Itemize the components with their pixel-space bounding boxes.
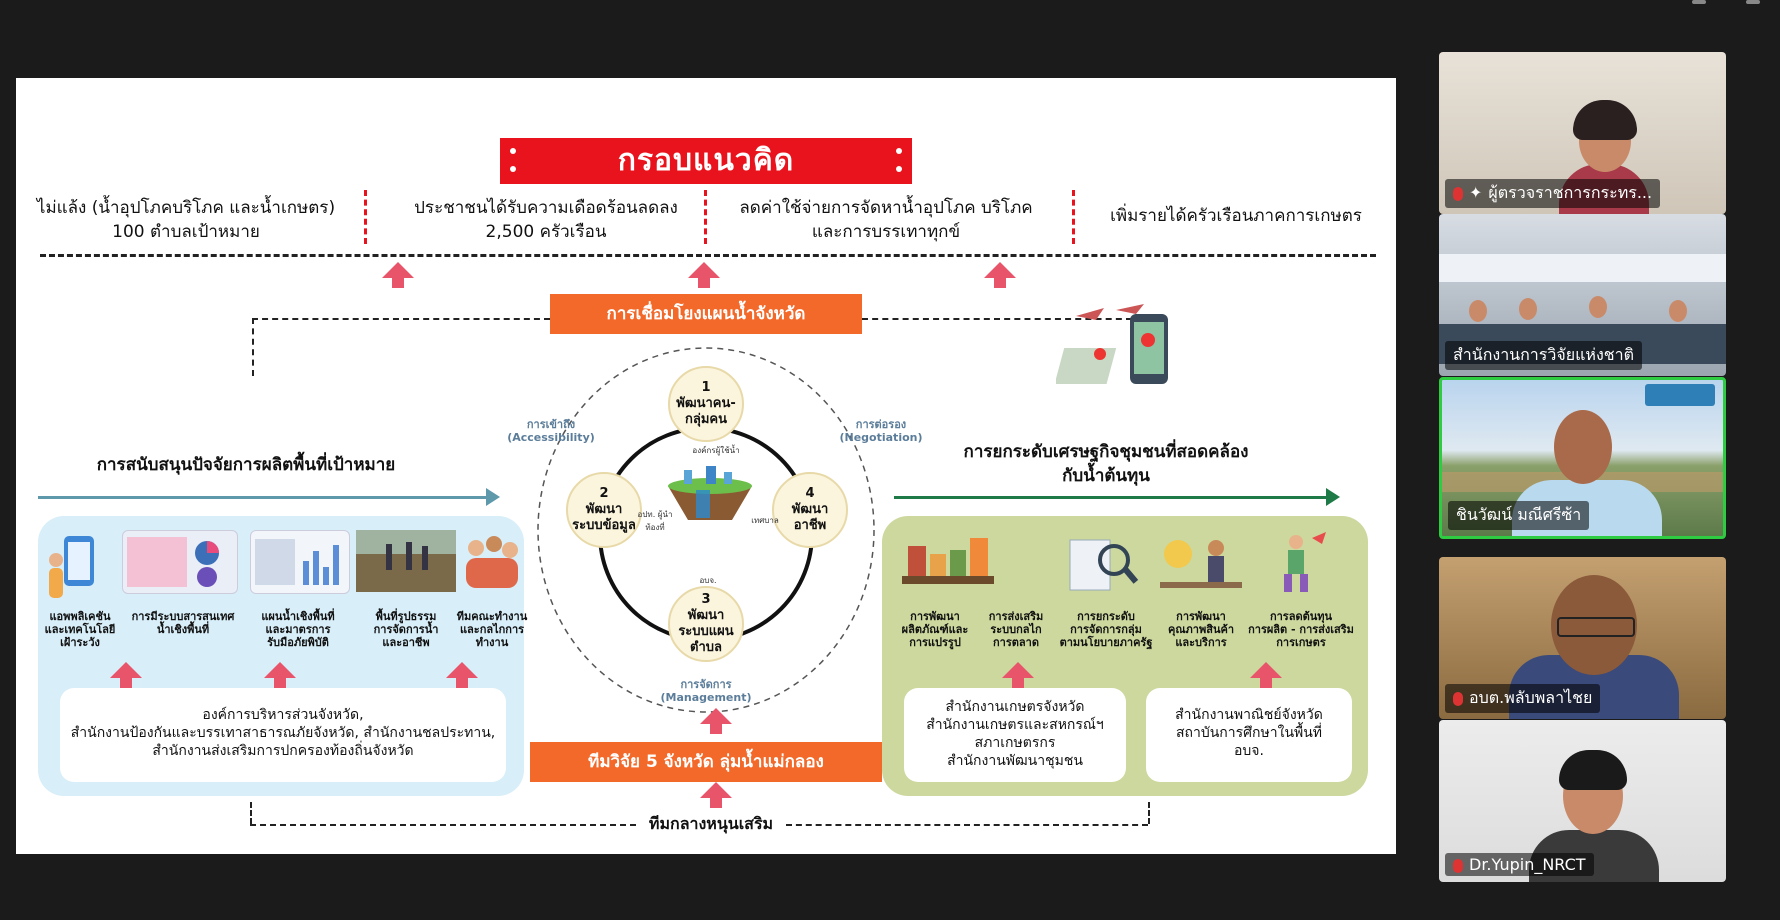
participant-tile-active[interactable]: ชินวัฒน์ มณีศรีซ้า — [1439, 377, 1726, 539]
mic-muted-icon — [1453, 691, 1463, 706]
right-item-2: การส่งเสริมระบบกลไกการตลาด — [988, 610, 1044, 649]
quality-image — [1156, 530, 1246, 596]
mic-muted-icon — [1453, 858, 1463, 873]
participant-tile[interactable]: ✦ผู้ตรวจราชการกระทร... — [1439, 52, 1726, 214]
group-mgmt-image — [1062, 530, 1146, 596]
left-item-3: แผนน้ำเชิงพื้นที่และมาตรการรับมือภัยพิบั… — [261, 610, 335, 649]
support-team-label: ทีมกลางหนุนเสริม — [648, 814, 774, 833]
obj-label: อบจ. — [699, 576, 717, 585]
arrow-right-icon — [486, 488, 500, 506]
participant-tile[interactable]: Dr.Yupin_NRCT — [1439, 720, 1726, 882]
left-item-4: พื้นที่รูปธรรมการจัดการน้ำและอาชีพ — [373, 610, 439, 649]
water-plan-image — [250, 530, 350, 594]
arrow-up-icon — [446, 662, 478, 688]
right-section-title: การยกระดับเศรษฐกิจชุมชนที่สอดคล้องกับน้ำ… — [963, 442, 1249, 486]
right-item-5: การลดต้นทุนการผลิต - การส่งเสริมการเกษตร — [1248, 610, 1354, 649]
goal-1: ไม่แล้ง (น้ำอุปโภคบริโภค และน้ำเกษตร)100… — [36, 198, 336, 242]
shared-slide: กรอบแนวคิด ไม่แล้ง (น้ำอุปโภคบริโภค และน… — [16, 78, 1396, 854]
arrow-up-icon — [264, 662, 296, 688]
participant-tile[interactable]: อบต.พลับพลาไชย — [1439, 557, 1726, 719]
mic-muted-icon — [1453, 186, 1463, 201]
participant-name: ✦ผู้ตรวจราชการกระทร... — [1445, 179, 1661, 208]
water-island-icon — [668, 466, 752, 520]
left-item-1: แอพพลิเคชันและเทคโนโลยีเฝ้าระวัง — [44, 610, 116, 649]
arrow-up-icon — [700, 782, 732, 808]
right-flow-line — [894, 496, 1330, 499]
pin-icon: ✦ — [1469, 183, 1483, 202]
arrow-up-icon — [382, 262, 414, 288]
arrow-up-icon — [700, 708, 732, 734]
participant-tile[interactable]: สำนักงานการวิจัยแห่งชาติ — [1439, 214, 1726, 376]
participant-name: สำนักงานการวิจัยแห่งชาติ — [1445, 341, 1643, 370]
participant-name: ชินวัฒน์ มณีศรีซ้า — [1448, 501, 1590, 530]
local-label: อปท. ผู้นำท้องที่ — [637, 510, 673, 532]
app-tech-image — [46, 530, 106, 610]
participant-name: อบต.พลับพลาไชย — [1445, 684, 1601, 713]
right-item-4: การพัฒนาคุณภาพสินค้าและบริการ — [1167, 610, 1234, 649]
map-location-icon — [1056, 304, 1168, 384]
connector — [786, 824, 1148, 826]
goals-baseline — [40, 254, 1376, 257]
team-image — [462, 530, 522, 592]
close-icon[interactable] — [1746, 0, 1760, 4]
left-item-5: ทีมคณะทำงานและกลไกการทำงาน — [456, 610, 528, 649]
goal-separator — [364, 190, 367, 244]
connector — [250, 824, 636, 826]
left-flow-line — [38, 496, 494, 499]
field-site-image — [356, 530, 456, 592]
arrow-up-icon — [984, 262, 1016, 288]
arrow-up-icon — [1250, 662, 1282, 688]
goal-3: ลดค่าใช้จ่ายการจัดหาน้ำอุปโภค บริโภคและก… — [739, 198, 1033, 242]
connector — [1148, 802, 1150, 824]
goal-separator — [704, 190, 707, 244]
right-agencies-box-2: สำนักงานพาณิชย์จังหวัดสถาบันการศึกษาในพื… — [1146, 688, 1352, 782]
left-section-title: การสนับสนุนปัจจัยการผลิตพื้นที่เป้าหมาย — [96, 455, 396, 475]
negotiation-label: การต่อรอง(Negotiation) — [839, 418, 923, 444]
connector — [252, 318, 254, 376]
access-label: การเข้าถึง(Accessibility) — [507, 418, 595, 444]
products-image — [898, 530, 998, 596]
arrow-up-icon — [110, 662, 142, 688]
window-controls — [1692, 0, 1760, 8]
research-team-bar: ทีมวิจัย 5 จังหวัด ลุ่มน้ำแม่กลอง — [530, 742, 882, 782]
left-item-2: การมีระบบสารสนเทศน้ำเชิงพื้นที่ — [131, 610, 235, 636]
municipal-label: เทศบาล — [751, 516, 779, 525]
minimize-icon[interactable] — [1692, 0, 1706, 4]
connector — [250, 802, 252, 824]
info-system-image — [122, 530, 238, 594]
participant-name: Dr.Yupin_NRCT — [1445, 853, 1594, 876]
goal-separator — [1072, 190, 1075, 244]
org-user-label: องค์กรผู้ใช้น้ำ — [692, 446, 740, 455]
management-label: การจัดการ(Management) — [660, 678, 752, 704]
connector — [862, 318, 1132, 320]
arrow-right-icon — [1326, 488, 1340, 506]
arrow-up-icon — [1002, 662, 1034, 688]
right-item-1: การพัฒนาผลิตภัณฑ์และการแปรรูป — [901, 610, 969, 649]
slide-title: กรอบแนวคิด — [500, 138, 912, 184]
arrow-up-icon — [688, 262, 720, 288]
connector — [252, 318, 550, 320]
goal-4: เพิ่มรายได้ครัวเรือนภาคการเกษตร — [1110, 206, 1362, 226]
cost-reduction-image — [1256, 530, 1340, 596]
right-item-3: การยกระดับการจัดการกลุ่มตามนโยบายภาครัฐ — [1059, 610, 1153, 649]
right-agencies-box-1: สำนักงานเกษตรจังหวัดสำนักงานเกษตรและสหกร… — [904, 688, 1126, 782]
link-bar: การเชื่อมโยงแผนน้ำจังหวัด — [550, 294, 862, 334]
left-agencies-box: องค์การบริหารส่วนจังหวัด,สำนักงานป้องกัน… — [60, 688, 506, 782]
